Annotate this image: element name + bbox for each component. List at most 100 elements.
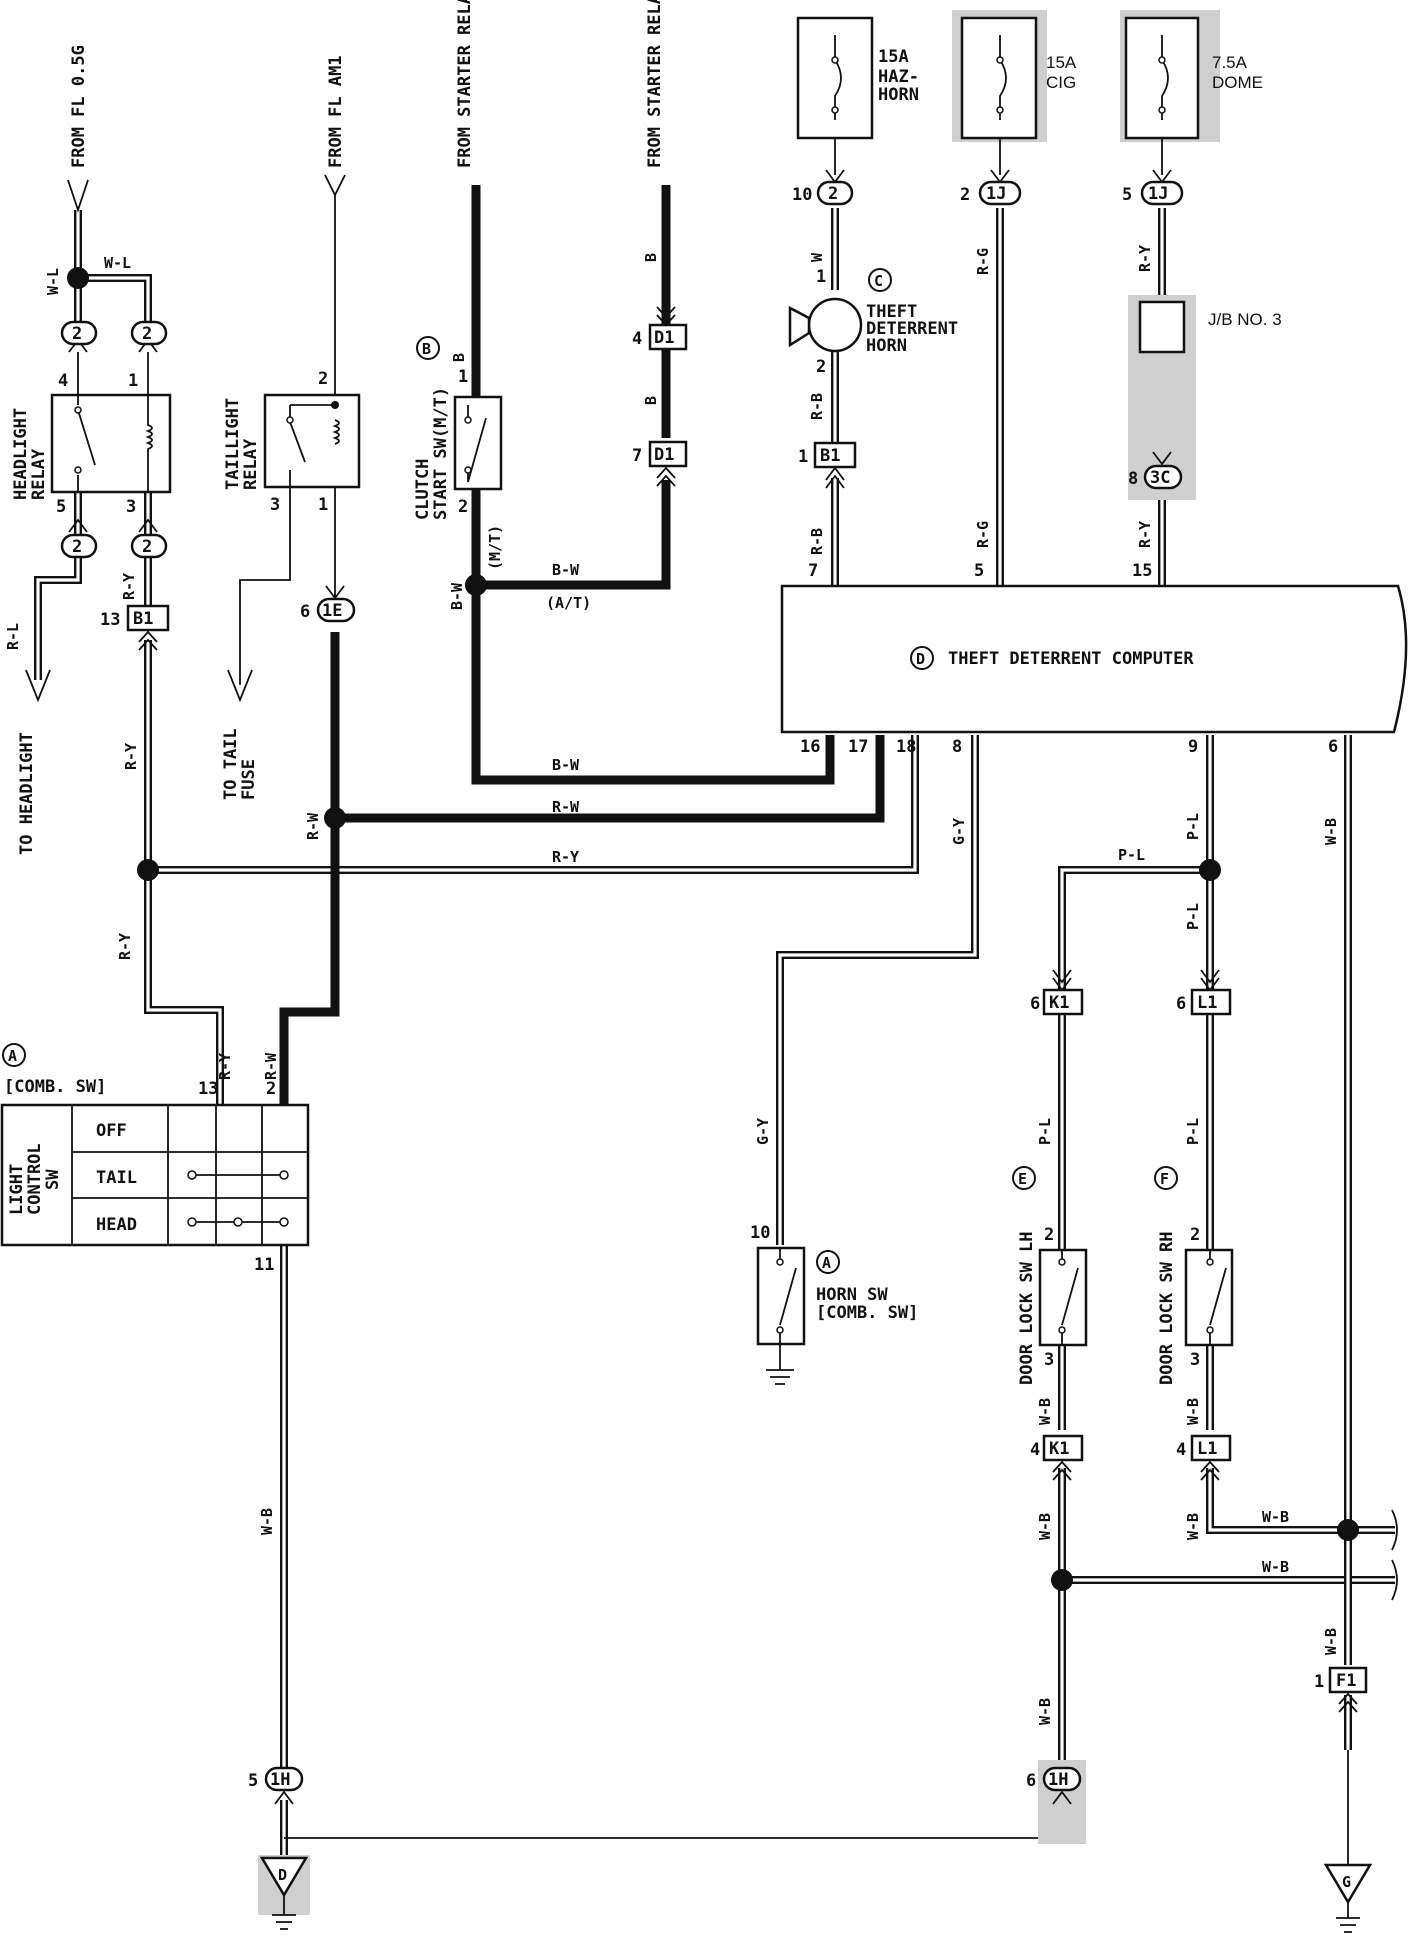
svg-text:TAIL: TAIL xyxy=(96,1168,137,1188)
headlight-relay: 2 2 4 1 5 3 HEADLIGHT RELAY 2 2 xyxy=(11,320,172,559)
door-lock-switch-lh: 2 3 E DOOR LOCK SW LH xyxy=(1012,1166,1088,1385)
svg-text:(M/T): (M/T) xyxy=(486,525,504,570)
svg-text:4: 4 xyxy=(1030,1440,1040,1460)
svg-text:A: A xyxy=(8,1047,17,1065)
svg-text:6: 6 xyxy=(1026,1771,1036,1791)
svg-text:W-B: W-B xyxy=(1322,818,1340,845)
svg-text:P-L: P-L xyxy=(1184,1118,1202,1145)
svg-text:3: 3 xyxy=(270,495,280,515)
svg-text:8: 8 xyxy=(1128,469,1138,489)
svg-text:R-B: R-B xyxy=(808,528,826,555)
connector-k1-bottom: K1 4 xyxy=(1030,1434,1084,1481)
svg-text:TAILLIGHT: TAILLIGHT xyxy=(223,398,243,490)
svg-text:4: 4 xyxy=(1176,1440,1186,1460)
svg-text:7: 7 xyxy=(808,561,818,581)
svg-text:LIGHT: LIGHT xyxy=(7,1164,27,1215)
svg-text:7: 7 xyxy=(632,446,642,466)
svg-text:TO HEADLIGHT: TO HEADLIGHT xyxy=(17,732,37,855)
svg-text:W-B: W-B xyxy=(1184,1513,1202,1540)
svg-text:R-Y: R-Y xyxy=(122,743,140,770)
svg-text:RELAY: RELAY xyxy=(29,448,49,500)
svg-text:W-L: W-L xyxy=(44,268,62,295)
svg-text:5: 5 xyxy=(56,497,66,517)
svg-text:R-Y: R-Y xyxy=(216,1053,234,1080)
source-fl05g: FROM FL 0.5G xyxy=(67,45,89,213)
svg-text:FROM STARTER RELAY(A/T): FROM STARTER RELAY(A/T) xyxy=(645,0,665,168)
fuse-haz-horn: 15A HAZ- HORN xyxy=(796,16,919,175)
svg-text:D1: D1 xyxy=(654,445,674,465)
svg-text:11: 11 xyxy=(254,1255,274,1275)
to-tail-fuse: TO TAIL FUSE xyxy=(221,669,259,800)
svg-text:W: W xyxy=(808,252,826,262)
ground-d: D xyxy=(258,1855,310,1930)
svg-text:R-Y: R-Y xyxy=(120,573,138,600)
svg-text:W-B: W-B xyxy=(1262,1508,1289,1526)
svg-text:1E: 1E xyxy=(322,601,342,621)
svg-text:5: 5 xyxy=(1122,185,1132,205)
svg-text:2: 2 xyxy=(458,497,468,517)
svg-text:P-L: P-L xyxy=(1184,903,1202,930)
svg-text:TO TAIL: TO TAIL xyxy=(221,728,241,800)
svg-text:B: B xyxy=(450,353,468,362)
svg-text:FROM FL 0.5G: FROM FL 0.5G xyxy=(69,45,89,168)
svg-text:F1: F1 xyxy=(1336,1671,1356,1691)
light-control-switch: A [COMB. SW] 13 2 LIGHT CONTROL SW OFF T… xyxy=(0,1043,310,1275)
svg-text:13: 13 xyxy=(100,610,120,630)
connector-1j-dome: 1J 5 xyxy=(1122,169,1184,206)
svg-text:G-Y: G-Y xyxy=(950,818,968,845)
svg-text:W-B: W-B xyxy=(1322,1628,1340,1655)
fuse-dome: 7.5A DOME xyxy=(1120,10,1263,175)
svg-text:K1: K1 xyxy=(1049,1439,1069,1459)
svg-text:R-B: R-B xyxy=(808,393,826,420)
svg-text:P-L: P-L xyxy=(1036,1118,1054,1145)
svg-text:3: 3 xyxy=(126,497,136,517)
svg-text:G: G xyxy=(1342,1873,1351,1891)
svg-text:2: 2 xyxy=(142,537,152,557)
svg-text:SW: SW xyxy=(43,1169,63,1190)
svg-text:F: F xyxy=(1160,1170,1169,1188)
svg-text:D: D xyxy=(278,1866,287,1884)
svg-text:2: 2 xyxy=(142,324,152,344)
svg-text:3C: 3C xyxy=(1150,468,1170,488)
svg-text:9: 9 xyxy=(1188,737,1198,757)
svg-text:R-G: R-G xyxy=(974,521,992,548)
svg-text:4: 4 xyxy=(58,371,68,391)
connector-2-horn-in: 2 10 xyxy=(792,169,854,206)
svg-text:1J: 1J xyxy=(986,184,1006,204)
svg-text:R-Y: R-Y xyxy=(116,933,134,960)
svg-text:R-W: R-W xyxy=(262,1052,280,1080)
svg-text:R-W: R-W xyxy=(304,812,322,840)
connector-b1-ry: B1 13 xyxy=(100,604,170,651)
svg-text:FROM STARTER RELAY(M/T): FROM STARTER RELAY(M/T) xyxy=(455,0,475,168)
svg-text:[COMB. SW]: [COMB. SW] xyxy=(816,1303,918,1323)
svg-text:D: D xyxy=(916,650,925,668)
svg-text:B-W: B-W xyxy=(552,756,580,774)
wire-ground-link xyxy=(284,1800,1063,1839)
connector-d1-top: D1 4 xyxy=(632,306,688,351)
svg-text:1: 1 xyxy=(318,495,328,515)
to-headlight: TO HEADLIGHT xyxy=(17,669,51,855)
svg-text:E: E xyxy=(1018,1170,1027,1188)
svg-text:W-B: W-B xyxy=(1036,1513,1054,1540)
svg-text:3: 3 xyxy=(1190,1350,1200,1370)
svg-text:6: 6 xyxy=(1176,994,1186,1014)
svg-text:RELAY: RELAY xyxy=(241,438,261,490)
ground-g: G xyxy=(1323,1863,1373,1933)
svg-text:L1: L1 xyxy=(1197,1439,1217,1459)
connector-l1-top: L1 6 xyxy=(1176,969,1232,1016)
svg-text:4: 4 xyxy=(632,329,642,349)
svg-text:7.5A: 7.5A xyxy=(1212,53,1248,72)
svg-text:1: 1 xyxy=(798,447,808,467)
svg-text:THEFT DETERRENT COMPUTER: THEFT DETERRENT COMPUTER xyxy=(948,649,1194,669)
source-fl-am1: FROM FL AM1 xyxy=(324,55,346,198)
svg-text:C: C xyxy=(874,272,883,290)
svg-text:1J: 1J xyxy=(1148,184,1168,204)
svg-text:2: 2 xyxy=(1190,1225,1200,1245)
svg-text:HEADLIGHT: HEADLIGHT xyxy=(11,408,31,500)
wire-ry-bus xyxy=(144,640,919,1105)
svg-text:1: 1 xyxy=(128,371,138,391)
wire-rl-to-headlight xyxy=(34,455,82,680)
svg-text:(A/T): (A/T) xyxy=(546,594,591,612)
horn-switch: 10 A HORN SW [COMB. SW] xyxy=(750,1223,918,1385)
